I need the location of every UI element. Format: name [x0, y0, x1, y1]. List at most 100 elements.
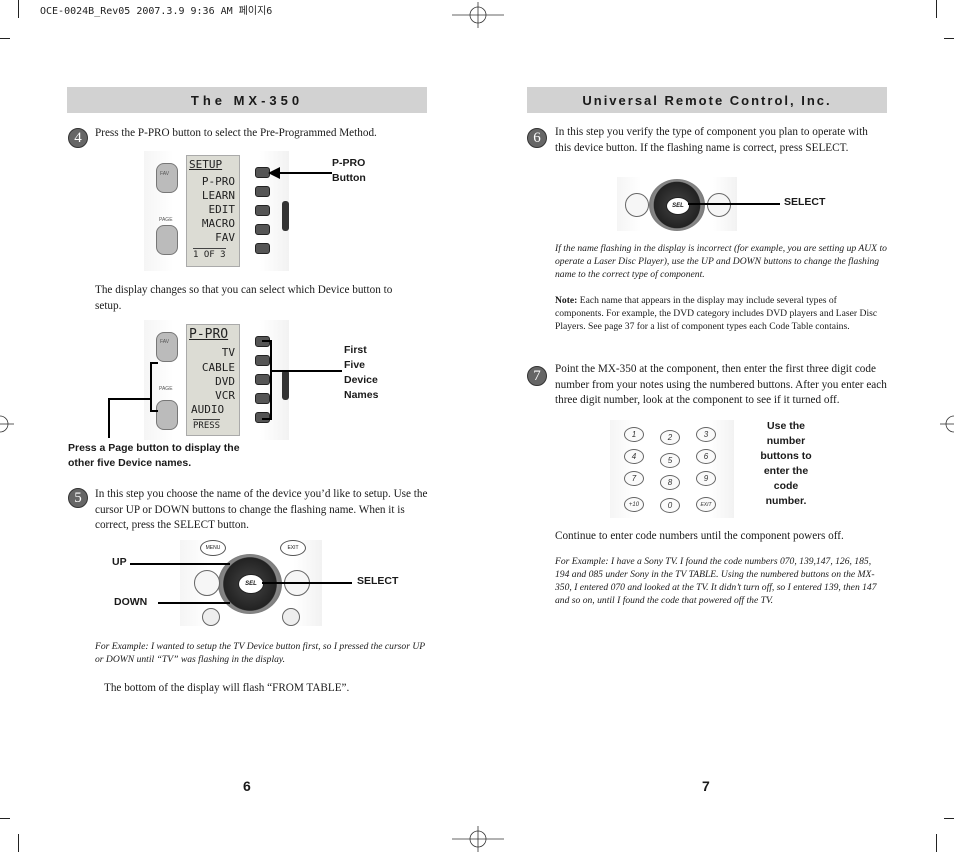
side-rocker: [282, 201, 289, 231]
step-7-text: Point the MX-350 at the component, then …: [555, 363, 887, 406]
step-4-badge: 4: [68, 128, 88, 148]
number-callout: Use the number buttons to enter the code…: [756, 419, 816, 509]
page-note: Press a Page button to display the other…: [68, 442, 240, 469]
registration-mark-right: [940, 415, 954, 433]
callout-line: Five: [344, 359, 366, 371]
step-5-example: For Example: I wanted to setup the TV De…: [95, 641, 425, 665]
number-key: EXIT: [696, 497, 716, 512]
lcd-line: P-PRO: [189, 327, 229, 342]
page-key: [156, 225, 178, 255]
crop-mark: [944, 38, 954, 39]
number-key: 4: [624, 449, 644, 464]
page-key-label: PAGE: [159, 386, 173, 392]
number-key: 1: [624, 427, 644, 442]
step-6-text: In this step you verify the type of comp…: [555, 126, 868, 154]
number-key: 7: [624, 471, 644, 486]
p-pro-callout: P-PRO Button: [332, 156, 366, 186]
side-button: [255, 224, 270, 235]
callout-line: Names: [344, 389, 379, 401]
registration-mark-top: [452, 2, 504, 28]
page-key: [156, 400, 178, 430]
number-key: 6: [696, 449, 716, 464]
number-keys-image: 1 2 3 4 5 6 7 8 9 +10 0 EXIT: [610, 420, 734, 518]
page-number-left: 6: [243, 778, 251, 794]
lcd-line: PRESS: [193, 419, 221, 431]
menu-key: MENU: [200, 540, 226, 556]
step-7-example: For Example: I have a Sony TV. I found t…: [555, 556, 877, 606]
callout-line: buttons to: [760, 450, 812, 462]
page-bracket: [108, 398, 110, 438]
fav-key: [156, 332, 178, 362]
page-bracket: [150, 410, 158, 412]
lcd-line: AUDIO: [191, 403, 225, 416]
callout-line: Button: [332, 172, 366, 184]
crop-mark: [936, 0, 937, 18]
select-label-right: SELECT: [784, 196, 826, 208]
crop-mark: [944, 818, 954, 819]
select-label-left: SELECT: [357, 575, 399, 587]
lcd-screen-2: P-PRO TV CABLE DVD VCR AUDIO PRESS: [186, 324, 240, 436]
page-key-label: PAGE: [159, 217, 173, 223]
page-number-right: 7: [702, 778, 710, 794]
number-key: +10: [624, 497, 644, 512]
pause-key: [282, 608, 300, 626]
left-arc-key: [194, 570, 220, 596]
side-button: [255, 374, 270, 385]
device-bracket: [262, 418, 272, 420]
up-label: UP: [112, 556, 127, 568]
page-bracket: [108, 398, 152, 400]
lcd-screen-1: SETUP P-PRO LEARN EDIT MACRO FAV 1 OF 3: [186, 155, 240, 267]
step-7-badge: 7: [527, 366, 547, 386]
lcd-line: FAV: [215, 231, 235, 244]
lcd-line: 1 OF 3: [193, 248, 226, 260]
device-bracket: [262, 340, 272, 342]
lcd-line: SETUP: [189, 158, 223, 171]
lcd-line: MACRO: [201, 217, 235, 230]
down-label: DOWN: [114, 596, 148, 608]
registration-mark-left: [0, 415, 14, 433]
device-bracket: [272, 370, 342, 372]
down-pointer: [158, 602, 230, 604]
side-rocker: [282, 370, 289, 400]
fav-key: [156, 163, 178, 193]
select-pad-image: SEL: [617, 177, 737, 231]
print-slug: OCE-0024B_Rev05 2007.3.9 9:36 AM 페이지6: [40, 6, 273, 17]
step-4-text: Press the P-PRO button to select the Pre…: [95, 127, 377, 139]
sel-key: SEL: [238, 574, 264, 594]
right-header-band: Universal Remote Control, Inc.: [527, 87, 887, 113]
crop-mark: [0, 818, 10, 819]
lcd-line: CABLE: [201, 361, 235, 374]
display-change-text: The display changes so that you can sele…: [95, 284, 393, 312]
step-6-note: Note: Each name that appears in the disp…: [555, 294, 887, 333]
left-arc-key: [625, 193, 649, 217]
note-label: Note:: [555, 295, 578, 306]
side-button: [255, 243, 270, 254]
step-6-badge: 6: [527, 128, 547, 148]
select-pointer-left: [262, 582, 352, 584]
sel-key: SEL: [666, 197, 690, 215]
up-pointer: [130, 563, 230, 565]
lcd-line: P-PRO: [201, 175, 235, 188]
number-key: 8: [660, 475, 680, 490]
side-button: [255, 205, 270, 216]
step-5-text: In this step you choose the name of the …: [95, 488, 428, 531]
callout-line: P-PRO: [332, 157, 366, 169]
lcd-line: EDIT: [208, 203, 236, 216]
callout-line: Device: [344, 374, 378, 386]
note-text: Each name that appears in the display ma…: [555, 295, 878, 332]
registration-mark-bottom: [452, 826, 504, 852]
remote-display-image-2: FAV PAGE P-PRO TV CABLE DVD VCR AUDIO PR…: [144, 320, 289, 440]
crop-mark: [18, 834, 19, 852]
number-key: 9: [696, 471, 716, 486]
number-key: 0: [660, 498, 680, 513]
from-table-text: The bottom of the display will flash “FR…: [104, 682, 350, 694]
stop-key: [202, 608, 220, 626]
exit-key: EXIT: [280, 540, 306, 556]
callout-line: Use the: [767, 420, 805, 432]
side-button: [255, 393, 270, 404]
lcd-line: DVD: [215, 375, 235, 388]
lcd-line: VCR: [215, 389, 235, 402]
device-bracket: [270, 340, 272, 420]
left-header-band: The MX-350: [67, 87, 427, 113]
crop-mark: [0, 38, 10, 39]
